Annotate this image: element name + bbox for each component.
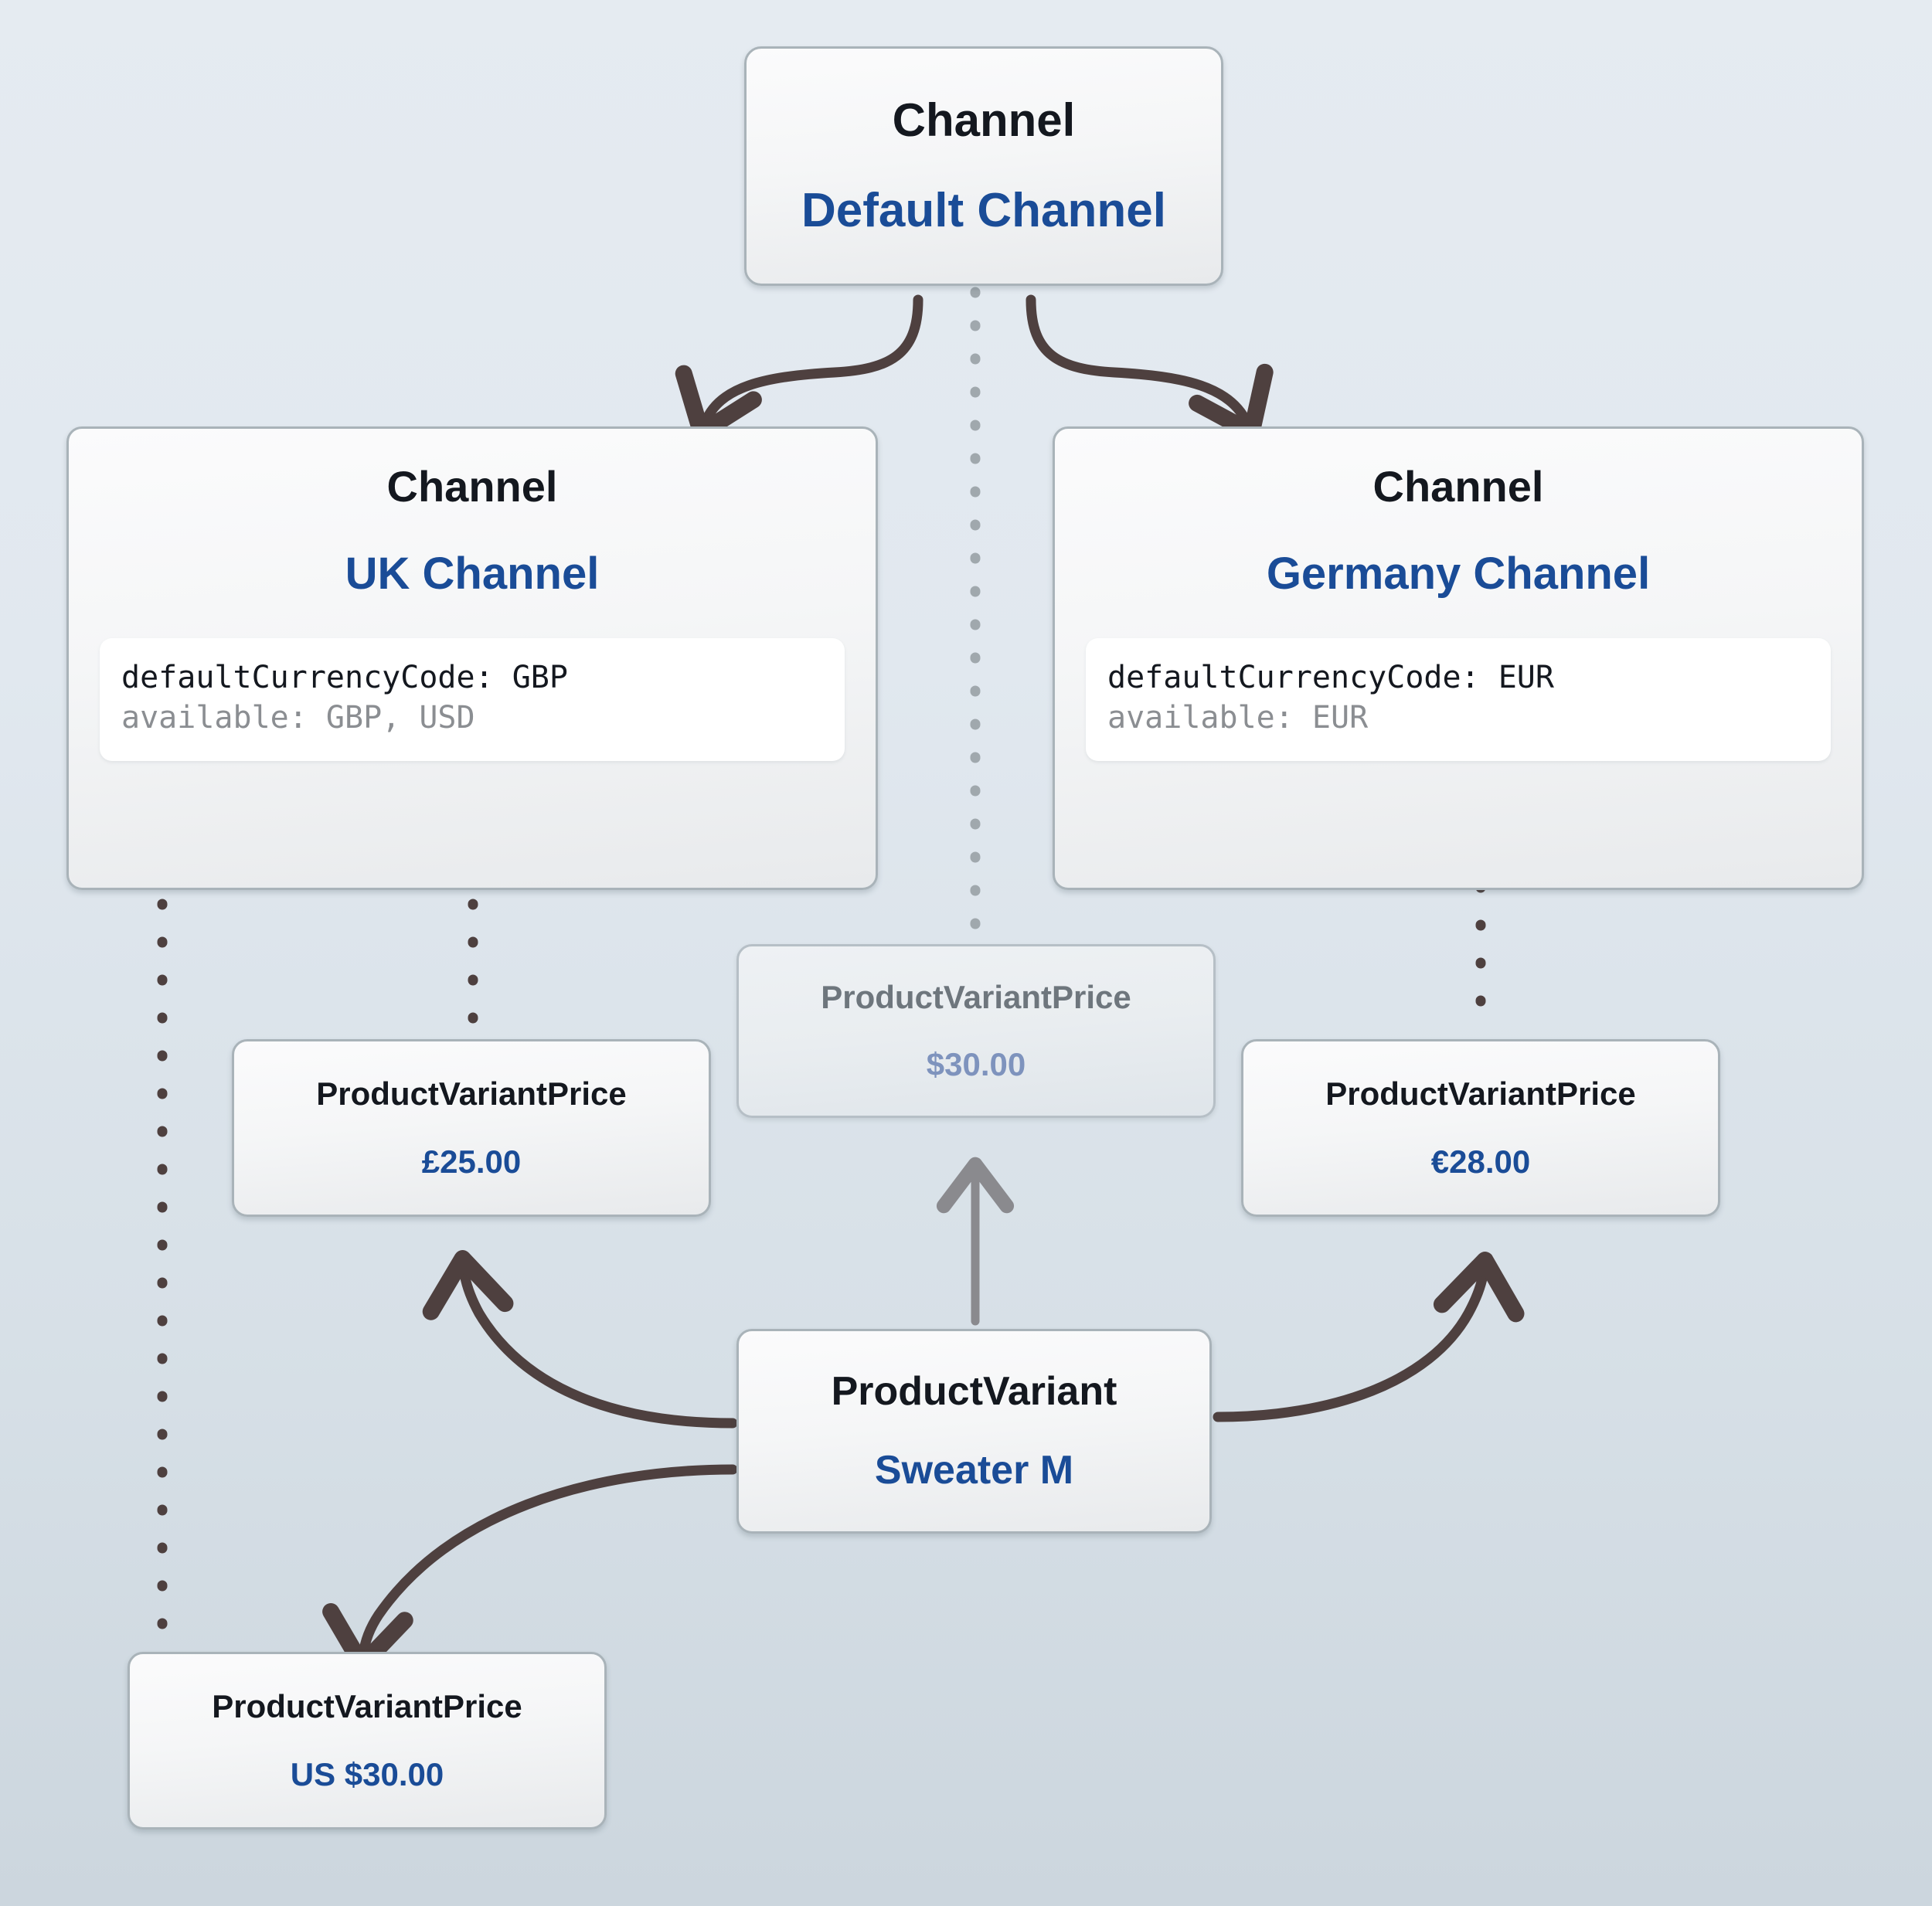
node-type-label: ProductVariantPrice [1325, 1075, 1636, 1112]
node-uk-channel[interactable]: Channel UK Channel defaultCurrencyCode: … [66, 426, 878, 890]
property-default-currency-code: defaultCurrencyCode: GBP [121, 660, 568, 696]
node-type-label: ProductVariantPrice [821, 979, 1131, 1016]
node-type-label: ProductVariantPrice [316, 1075, 627, 1112]
edge-default-to-germany [1026, 294, 1274, 441]
node-name-label: Default Channel [801, 183, 1166, 237]
node-price-value: US $30.00 [290, 1756, 444, 1792]
edge-variant-to-usd-price [322, 1464, 738, 1673]
node-name-label: UK Channel [345, 548, 600, 599]
node-price-eur[interactable]: ProductVariantPrice €28.00 [1241, 1039, 1720, 1217]
node-name-label: Germany Channel [1266, 548, 1651, 599]
edge-variant-to-eur-price [1213, 1252, 1525, 1422]
germany-channel-properties: defaultCurrencyCode: EUR available: EUR [1086, 638, 1831, 761]
node-default-channel[interactable]: Channel Default Channel [744, 46, 1223, 286]
node-type-label: Channel [1372, 462, 1544, 511]
node-type-label: Channel [892, 93, 1076, 146]
node-price-usd-ghost[interactable]: ProductVariantPrice $30.00 [736, 944, 1216, 1118]
node-price-gbp[interactable]: ProductVariantPrice £25.00 [232, 1039, 711, 1217]
node-price-value: $30.00 [926, 1045, 1026, 1082]
edge-default-to-uk [675, 294, 923, 442]
node-price-value: €28.00 [1430, 1143, 1531, 1180]
property-available-currencies: available: EUR [1107, 699, 1369, 736]
node-type-label: Channel [386, 462, 558, 511]
node-type-label: ProductVariantPrice [212, 1687, 522, 1724]
node-product-variant[interactable]: ProductVariant Sweater M [736, 1329, 1212, 1534]
property-default-currency-code: defaultCurrencyCode: EUR [1107, 660, 1554, 696]
uk-channel-properties: defaultCurrencyCode: GBP available: GBP,… [100, 638, 845, 761]
node-germany-channel[interactable]: Channel Germany Channel defaultCurrencyC… [1053, 426, 1864, 890]
node-name-label: Sweater M [874, 1447, 1074, 1493]
edge-variant-to-gbp-price [422, 1250, 738, 1429]
node-price-value: £25.00 [421, 1143, 522, 1180]
node-price-usd[interactable]: ProductVariantPrice US $30.00 [128, 1652, 607, 1830]
property-available-currencies: available: GBP, USD [121, 699, 475, 736]
node-type-label: ProductVariant [831, 1369, 1117, 1415]
